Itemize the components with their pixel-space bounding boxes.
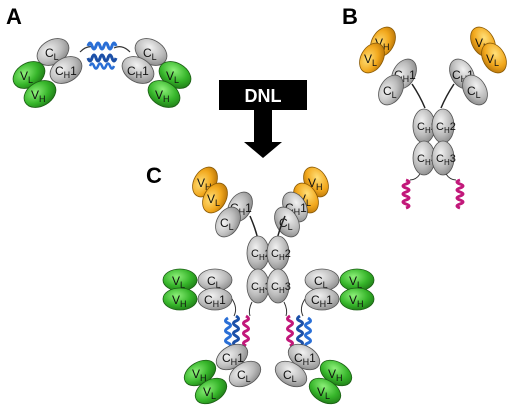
panel-b-igg: VH VL CH1 CL VH VL CH1 CL CH2 CH2 CH3 CH… bbox=[359, 26, 507, 210]
cl-domain bbox=[228, 360, 262, 388]
vl-domain bbox=[481, 42, 507, 74]
ch1-label: CH1 bbox=[222, 351, 244, 367]
vh-domain bbox=[23, 80, 57, 108]
vh-domain bbox=[147, 80, 181, 108]
magenta-helix bbox=[455, 178, 465, 210]
magenta-helix bbox=[401, 178, 411, 210]
blue-helix-dimer bbox=[86, 41, 118, 70]
panel-a-fab-dimer: CL CH1 VL VH CL CH1 VL VH bbox=[12, 38, 192, 108]
ch3-domain bbox=[266, 268, 290, 304]
ch1-label: CH1 bbox=[127, 64, 149, 80]
ch1-label: CH1 bbox=[294, 351, 316, 367]
ch1-label: CH1 bbox=[204, 293, 226, 309]
cl-domain bbox=[462, 74, 488, 106]
cl-domain bbox=[274, 360, 308, 388]
vh-domain bbox=[339, 287, 375, 311]
magenta-helix bbox=[286, 314, 294, 348]
ch2-label: CH2 bbox=[271, 248, 291, 262]
dnl-arrow: DNL bbox=[219, 80, 307, 158]
blue-helix-dimer bbox=[224, 314, 240, 350]
ch1-domain bbox=[121, 56, 155, 84]
magenta-helix bbox=[242, 314, 250, 348]
panel-letter-a: A bbox=[6, 4, 22, 29]
ch1-label: CH1 bbox=[55, 64, 77, 80]
ch3-domain bbox=[431, 140, 455, 176]
vh-domain bbox=[162, 287, 198, 311]
vl-domain bbox=[194, 377, 228, 405]
vl-domain bbox=[359, 42, 385, 74]
dnl-arrow-label: DNL bbox=[245, 86, 282, 106]
panel-letter-b: B bbox=[342, 4, 358, 29]
panel-c-dnl-conjugate: VH VL CH1 CL VH VL CH1 CL CH2 CH2 CH3 CH… bbox=[162, 166, 375, 405]
cl-domain bbox=[274, 206, 300, 238]
vl-domain bbox=[308, 377, 342, 405]
ch3-label: CH3 bbox=[436, 153, 456, 167]
blue-helix-dimer bbox=[296, 314, 312, 350]
panel-letter-c: C bbox=[146, 163, 162, 188]
cl-domain bbox=[378, 74, 404, 106]
ch1-domain bbox=[49, 56, 83, 84]
vl-domain bbox=[202, 182, 228, 214]
ch2-label: CH2 bbox=[436, 121, 456, 135]
ch3-label: CH3 bbox=[271, 281, 291, 295]
ch1-label: CH1 bbox=[311, 293, 333, 309]
cl-domain bbox=[215, 206, 241, 238]
